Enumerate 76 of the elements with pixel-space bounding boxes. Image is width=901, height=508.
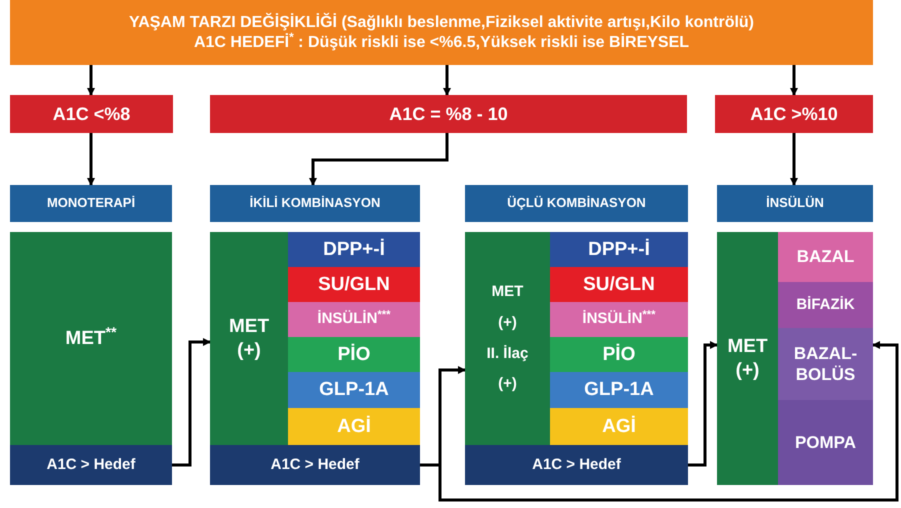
drug-box [288,267,420,302]
drug-box [210,232,288,445]
label-text: BAZAL-BOLÜS [792,342,858,386]
label-text: SU/GLN [317,272,391,296]
label-text: MET$^{**}$ [64,326,118,350]
label-text: GLP-1A [583,378,655,402]
therapy-header [10,185,172,222]
label-text: (+) [734,358,760,382]
drug-box [717,232,778,485]
drug-box [288,408,420,445]
label-text: (+) [236,338,262,362]
drug-box [288,337,420,372]
arrow [790,133,798,186]
label-text: II. İlaç [486,344,530,364]
arrow [309,133,448,186]
therapy-header [717,185,873,222]
label-text: A1C > Hedef [270,456,360,474]
label-text: PİO [602,342,636,366]
drug-box [288,232,420,267]
drug-box [550,267,688,302]
label-text: ÜÇLÜ KOMBİNASYON [506,195,647,212]
label-text: A1C <%8 [52,102,132,126]
a1c-range-box [10,95,173,133]
drug-box [465,232,550,445]
label-text: İNSÜLİN$^{***}$ [316,310,392,329]
drug-box [550,232,688,267]
label-text: MONOTERAPİ [46,195,136,212]
label-text: PİO [336,342,372,366]
a1c-range-box [210,95,687,133]
label-text: BİFAZİK [795,296,856,314]
arrow [87,133,95,186]
label-text: MET [490,283,524,302]
label-text: A1C = %8 - 10 [388,102,509,126]
therapy-header [465,185,688,222]
label-text: İNSÜLÜN [765,195,825,212]
arrow [688,341,718,466]
arrow [443,65,451,96]
label-text: A1C HEDEFİ$^{*}$ : Düşük riskli ise <%6.5,Yüksek riskli ise BİREYSEL [192,32,690,52]
label-text: A1C > Hedef [531,456,622,474]
insulin-box [778,328,873,400]
drug-box [550,408,688,445]
label-text: DPP+-İ [587,238,651,262]
target-box [10,445,172,485]
drug-box [550,302,688,337]
drug-box [10,232,172,445]
label-text: GLP-1A [318,378,390,402]
label-text: A1C >%10 [749,102,839,126]
therapy-header [210,185,420,222]
label-text: MET [228,314,270,338]
lifestyle-banner [10,0,873,65]
label-text: POMPA [794,432,858,454]
insulin-box [778,232,873,282]
drug-box [288,302,420,337]
drug-box [550,337,688,372]
drug-box [550,372,688,408]
label-text: YAŞAM TARZI DEĞİŞİKLİĞİ (Sağlıklı beslenme,Fiziksel aktivite artışı,Kilo kontrölü) [128,12,756,32]
label-text: (+) [497,375,518,394]
label-text: İNSÜLİN$^{***}$ [581,310,657,329]
label-text: (+) [497,314,518,332]
label-text: DPP+-İ [322,238,386,262]
label-text: İKİLİ KOMBİNASYON [248,195,382,212]
label-text: SU/GLN [582,272,656,296]
insulin-box [778,282,873,328]
target-box [210,445,420,485]
label-text: AGİ [336,414,372,438]
arrow [87,65,95,96]
label-text: A1C > Hedef [46,456,136,474]
label-text: AGİ [601,414,637,438]
label-text: BAZAL [796,246,856,268]
arrow [790,65,798,96]
label-text: MET [726,334,769,358]
insulin-box [778,400,873,485]
target-box [465,445,688,485]
arrow [172,338,211,466]
a1c-range-box [715,95,873,133]
drug-box [288,372,420,408]
